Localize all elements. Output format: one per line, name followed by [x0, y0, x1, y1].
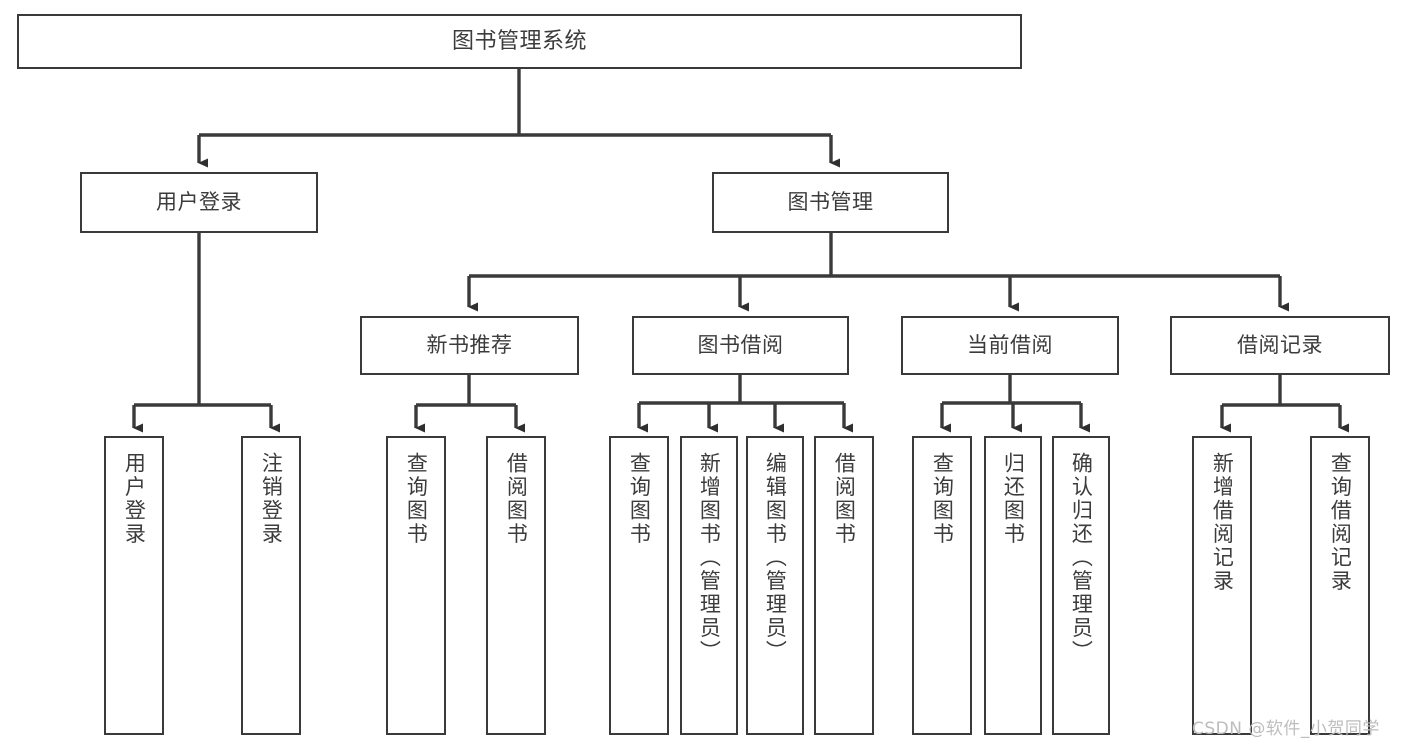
node-leaf-rec-borrow-book[interactable]: 借阅图书: [486, 436, 546, 735]
node-leaf-borrow-book-label: 借阅图书: [832, 452, 857, 546]
node-leaf-rec-query-book[interactable]: 查询图书: [386, 436, 446, 735]
node-leaf-user-login-label: 用户登录: [122, 452, 147, 546]
node-leaf-confirm-return-admin[interactable]: 确认归还（管理员）: [1052, 436, 1110, 735]
node-leaf-return-book-label: 归还图书: [1001, 452, 1026, 546]
node-leaf-cur-query-book[interactable]: 查询图书: [912, 436, 972, 735]
node-leaf-confirm-return-admin-label: 确认归还（管理员）: [1069, 452, 1094, 664]
node-new-book-rec-label: 新书推荐: [426, 333, 513, 358]
node-book-borrow[interactable]: 图书借阅: [632, 316, 849, 375]
node-leaf-add-borrow-record-label: 新增借阅记录: [1210, 452, 1235, 593]
node-root-label: 图书管理系统: [451, 28, 587, 54]
node-leaf-rec-borrow-book-label: 借阅图书: [504, 452, 529, 546]
node-leaf-borrow-query-book[interactable]: 查询图书: [609, 436, 669, 735]
node-leaf-borrow-query-book-label: 查询图书: [627, 452, 652, 546]
node-leaf-query-borrow-record-label: 查询借阅记录: [1328, 452, 1353, 593]
node-leaf-edit-book-admin-label: 编辑图书（管理员）: [763, 452, 788, 664]
node-leaf-return-book[interactable]: 归还图书: [984, 436, 1042, 735]
node-leaf-borrow-book[interactable]: 借阅图书: [814, 436, 874, 735]
node-leaf-user-login[interactable]: 用户登录: [104, 436, 164, 735]
node-borrow-record-label: 借阅记录: [1237, 333, 1323, 358]
node-new-book-rec[interactable]: 新书推荐: [360, 316, 579, 375]
node-book-borrow-label: 图书借阅: [697, 333, 784, 358]
node-leaf-cur-query-book-label: 查询图书: [930, 452, 955, 546]
node-current-borrow[interactable]: 当前借阅: [901, 316, 1119, 375]
node-leaf-add-book-admin-label: 新增图书（管理员）: [697, 452, 722, 664]
node-current-borrow-label: 当前借阅: [967, 333, 1053, 358]
node-book-manage-label: 图书管理: [787, 190, 874, 215]
node-user-login-label: 用户登录: [156, 190, 242, 215]
node-user-login[interactable]: 用户登录: [80, 172, 318, 233]
node-borrow-record[interactable]: 借阅记录: [1170, 316, 1390, 375]
node-leaf-logout-label: 注销登录: [259, 452, 284, 546]
node-leaf-query-borrow-record[interactable]: 查询借阅记录: [1310, 436, 1370, 735]
node-leaf-logout[interactable]: 注销登录: [241, 436, 301, 735]
node-leaf-add-book-admin[interactable]: 新增图书（管理员）: [680, 436, 738, 735]
node-leaf-add-borrow-record[interactable]: 新增借阅记录: [1192, 436, 1252, 735]
node-root[interactable]: 图书管理系统: [17, 14, 1022, 69]
node-book-manage[interactable]: 图书管理: [712, 172, 949, 233]
node-leaf-edit-book-admin[interactable]: 编辑图书（管理员）: [746, 436, 804, 735]
node-leaf-rec-query-book-label: 查询图书: [404, 452, 429, 546]
csdn-watermark: CSDN @软件_小贺同学: [1192, 719, 1380, 739]
